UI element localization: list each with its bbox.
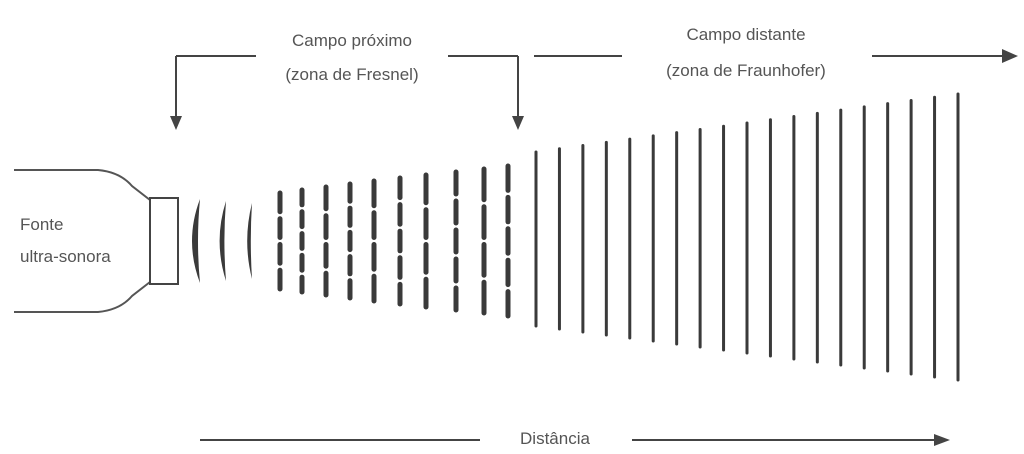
distance-label: Distância [520, 429, 590, 448]
ultrasound-source: Fonte ultra-sonora [14, 169, 179, 313]
wavefront-curved [219, 201, 226, 281]
far-field-label-line2: (zona de Fraunhofer) [666, 61, 826, 80]
near-field-label-line2: (zona de Fresnel) [285, 65, 418, 84]
far-field-arrowhead [1002, 49, 1018, 63]
near-field-bracket: Campo próximo (zona de Fresnel) [170, 31, 524, 130]
distance-axis: Distância [200, 429, 950, 448]
far-field-label-line1: Campo distante [686, 25, 805, 44]
near-field-left-arrowhead [170, 116, 182, 130]
near-field-label-line1: Campo próximo [292, 31, 412, 50]
source-housing-top [14, 169, 151, 201]
distance-arrowhead [934, 434, 950, 446]
transducer-face [149, 197, 179, 285]
far-field-arrow: Campo distante (zona de Fraunhofer) [534, 25, 1018, 80]
source-label-line1: Fonte [20, 215, 63, 234]
wavefront-curved [247, 203, 252, 279]
near-field-right-arrowhead [512, 116, 524, 130]
source-label-line2: ultra-sonora [20, 247, 111, 266]
wavefront-curved [192, 199, 200, 283]
wavefronts [192, 92, 960, 382]
source-housing-bottom [14, 281, 151, 313]
